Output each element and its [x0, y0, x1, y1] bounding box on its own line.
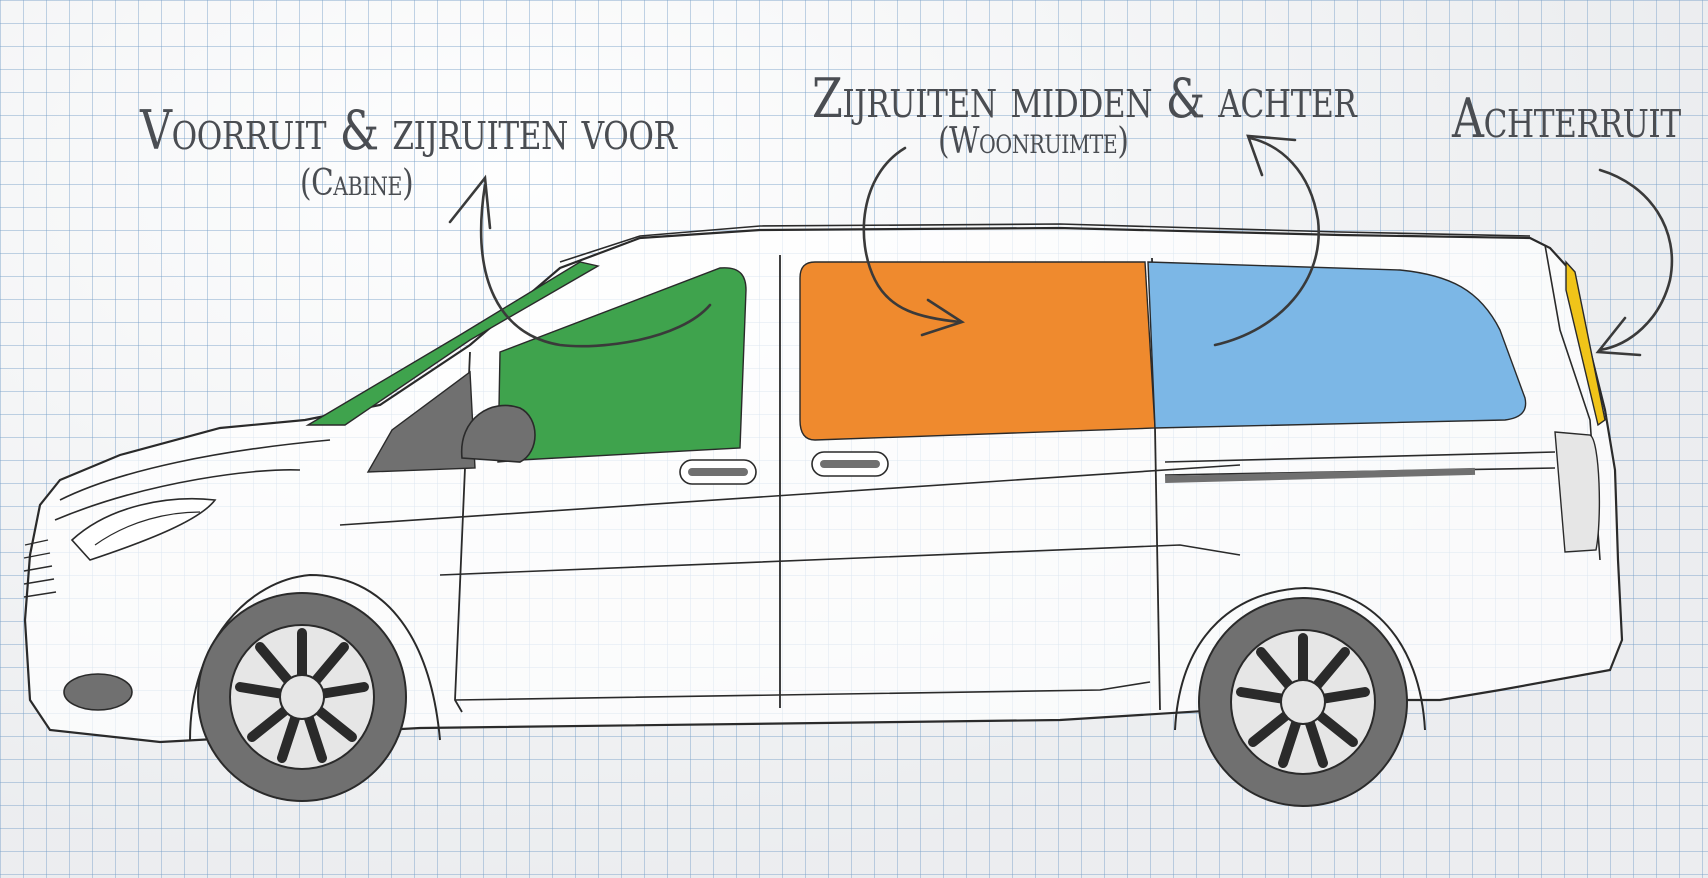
- door-handle-front: [679, 459, 757, 485]
- windshield: [305, 261, 600, 426]
- label-front-windows: Voorruit & zijruiten voor: [140, 99, 677, 162]
- rear-side-window: [1147, 261, 1527, 429]
- front-side-window: [497, 267, 747, 463]
- label-middle-subtitle: (Woonruimte): [938, 121, 1129, 162]
- arrow-front: [448, 174, 712, 348]
- label-rear-window: Achterruit: [1452, 87, 1681, 150]
- rear-window: [1565, 260, 1606, 427]
- headlight: [70, 497, 217, 561]
- middle-side-window: [799, 261, 1156, 441]
- label-middle-windows: Zijruiten midden & achter: [812, 67, 1357, 130]
- front-grille: [23, 539, 57, 598]
- front-quarter-glass: [366, 370, 476, 473]
- fog-light: [63, 673, 133, 711]
- side-mirror: [461, 404, 536, 463]
- arrow-middle: [862, 146, 965, 337]
- door-handle-middle: [811, 451, 889, 477]
- arrow-rear: [1595, 168, 1674, 357]
- label-front-subtitle: (Cabine): [300, 163, 414, 204]
- rear-wheel: [1198, 597, 1408, 807]
- arrow-rear-side: [1213, 134, 1321, 347]
- front-wheel: [197, 592, 407, 802]
